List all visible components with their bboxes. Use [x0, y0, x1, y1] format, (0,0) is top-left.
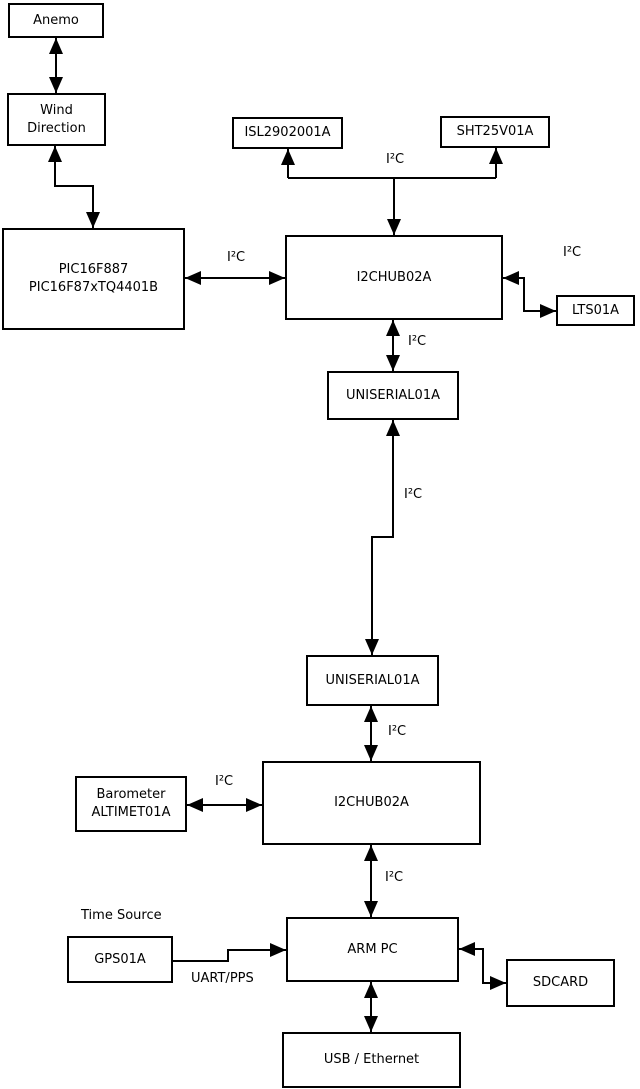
connector-armpc-sdcard: [459, 942, 506, 990]
node-uniserial-bottom: UNISERIAL01A: [306, 655, 439, 706]
node-i2chub-bottom: I2CHUB02A: [262, 761, 481, 845]
connector-anemo-wind: [49, 38, 63, 93]
connector-hub2-armpc: [364, 845, 378, 917]
node-gps01a: GPS01A: [67, 936, 173, 983]
node-i2chub-bottom-label: I2CHUB02A: [334, 795, 409, 811]
connector-barometer-hub2: [187, 798, 262, 812]
connector-uniserial2-hub2: [364, 706, 378, 761]
node-barometer-label-2: ALTIMET01A: [91, 805, 171, 820]
node-lts01a: LTS01A: [556, 295, 635, 326]
node-wind-direction-label-2: Direction: [27, 120, 86, 136]
connector-armpc-usb: [364, 982, 378, 1032]
label-i2c-pic-hub1: I²C: [227, 250, 246, 265]
node-lts01a-label: LTS01A: [571, 302, 620, 318]
node-gps01a-label: GPS01A: [94, 951, 146, 967]
connector-gps-armpc: [173, 943, 286, 962]
node-sdcard-label: SDCARD: [532, 975, 589, 991]
node-i2chub-top-label: I2CHUB02A: [356, 269, 432, 285]
label-i2c-uniserial-hub2: I²C: [388, 724, 407, 739]
node-sht25v01a: SHT25V01A: [440, 116, 550, 148]
node-usb-ethernet-label: USB / Ethernet: [323, 1052, 420, 1068]
node-barometer: Barometer ALTIMET01A: [75, 776, 187, 832]
connector-hub1-lts: [503, 271, 556, 318]
label-i2c-barometer-hub2: I²C: [215, 774, 234, 789]
connector-uniserial1-uniserial2: [365, 420, 400, 655]
node-uniserial-top: UNISERIAL01A: [327, 371, 459, 420]
label-uart-pps: UART/PPS: [191, 971, 254, 986]
node-isl2902001a-label: ISL2902001A: [244, 125, 331, 141]
node-usb-ethernet: USB / Ethernet: [282, 1032, 461, 1088]
node-pic-label-2: PIC16F87xTQ4401B: [28, 280, 159, 295]
label-i2c-hub1-lts: I²C: [563, 245, 582, 260]
label-i2c-hub1-uniserial: I²C: [408, 334, 427, 349]
node-sdcard: SDCARD: [506, 959, 615, 1007]
connector-hub1-uniserial1: [386, 320, 400, 371]
connector-hub1-sensors: [281, 148, 503, 235]
node-wind-direction: Wind Direction: [7, 93, 106, 146]
label-time-source: Time Source: [81, 908, 162, 923]
node-pic: PIC16F887 PIC16F87xTQ4401B: [2, 228, 185, 330]
node-arm-pc: ARM PC: [286, 917, 459, 982]
node-uniserial-bottom-label: UNISERIAL01A: [325, 672, 420, 688]
node-anemo-label: Anemo: [33, 12, 79, 28]
label-i2c-hub2-armpc: I²C: [385, 870, 404, 885]
node-anemo: Anemo: [8, 3, 104, 38]
node-sht25v01a-label: SHT25V01A: [456, 124, 534, 140]
connector-pic-hub1: [185, 271, 285, 285]
node-barometer-label-1: Barometer: [96, 787, 166, 803]
connector-wind-pic: [48, 146, 100, 228]
node-pic-label-1: PIC16F887: [58, 262, 129, 278]
label-i2c-sensors: I²C: [386, 152, 405, 167]
label-i2c-long-run: I²C: [404, 487, 423, 502]
node-wind-direction-label-1: Wind: [40, 102, 73, 118]
node-i2chub-top: I2CHUB02A: [285, 235, 503, 320]
node-isl2902001a: ISL2902001A: [232, 117, 343, 149]
node-arm-pc-label: ARM PC: [347, 941, 398, 957]
node-uniserial-top-label: UNISERIAL01A: [346, 387, 440, 403]
